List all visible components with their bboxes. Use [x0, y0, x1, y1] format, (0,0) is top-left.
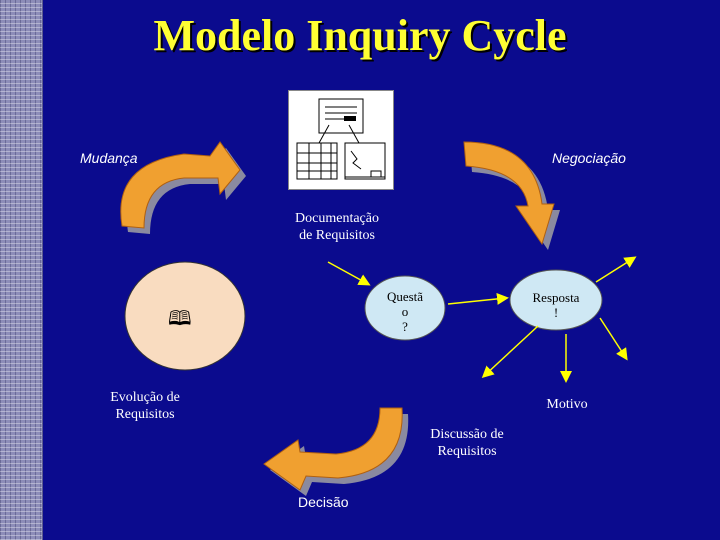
label-mudanca: Mudança: [80, 150, 138, 166]
curved-arrow-decisao: [263, 407, 409, 496]
label-evolucao: Evolução de Requisitos: [90, 389, 200, 423]
label-resposta-line2: !: [553, 305, 559, 320]
requirements-document-icon: [288, 90, 394, 190]
open-book-icon: 🕮: [168, 306, 192, 330]
curved-arrow-negociacao: [463, 141, 560, 250]
label-evolucao-line1: Evolução de: [110, 390, 180, 405]
label-discussao: Discussão de Requisitos: [412, 426, 522, 460]
label-evolucao-line2: Requisitos: [115, 407, 175, 422]
slide-title: Modelo Inquiry Cycle: [153, 11, 567, 60]
label-documentacao-line1: Documentação: [295, 211, 379, 226]
label-questao-line3: ?: [402, 319, 408, 331]
resposta-bubble: [509, 269, 603, 331]
label-discussao-line2: Requisitos: [437, 444, 497, 459]
decorative-side-strip: [0, 0, 43, 540]
peach-ellipse: [124, 261, 246, 371]
label-documentacao: Documentação de Requisitos: [282, 210, 392, 244]
label-resposta-line1: Resposta: [532, 290, 580, 305]
label-questao-line2: o: [401, 304, 409, 319]
questao-bubble: [364, 275, 446, 341]
label-questao: Questã o ?: [375, 289, 435, 331]
label-questao-line1: Questã: [386, 289, 424, 304]
curved-arrow-mudanca: [120, 141, 246, 234]
label-documentacao-line2: de Requisitos: [299, 228, 375, 243]
label-decisao: Decisão: [298, 494, 349, 510]
connector-arrows: [327, 256, 637, 383]
label-resposta: Resposta !: [516, 290, 596, 320]
label-negociacao: Negociação: [552, 150, 626, 166]
label-motivo: Motivo: [546, 397, 588, 412]
label-discussao-line1: Discussão de: [430, 427, 504, 442]
